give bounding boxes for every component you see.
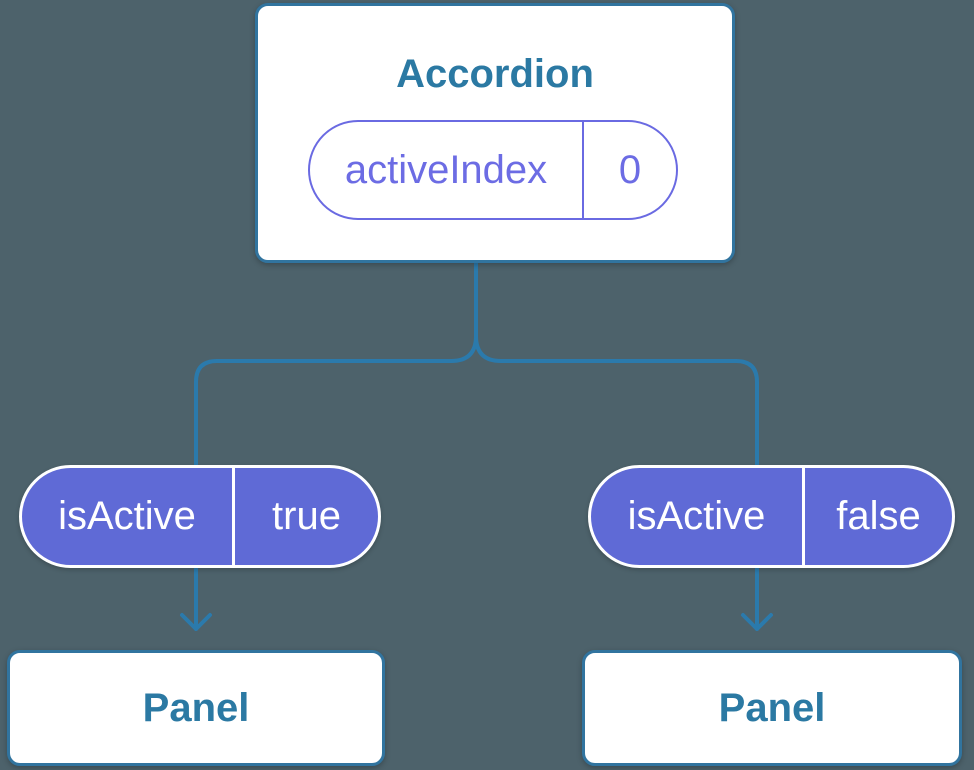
connector-right-branch [474,261,759,631]
panel-node-right: Panel [582,650,962,766]
prop-value: false [802,468,952,565]
connector-left-branch [194,261,478,631]
arrow-down-icon [180,613,212,631]
panel-node-title: Panel [142,685,250,730]
arrow-down-icon [741,613,773,631]
accordion-node: Accordion activeIndex 0 [255,3,735,263]
prop-value: true [232,468,378,565]
prop-pill-left: isActive true [19,465,381,568]
panel-node-left: Panel [7,650,385,766]
state-value: 0 [582,122,676,218]
prop-name: isActive [58,494,196,538]
prop-name: isActive [627,494,766,538]
panel-node-title: Panel [718,685,826,730]
accordion-node-title: Accordion [396,52,594,96]
prop-pill-right: isActive false [588,465,955,568]
state-pill: activeIndex 0 [308,120,678,220]
state-name: activeIndex [344,147,548,192]
